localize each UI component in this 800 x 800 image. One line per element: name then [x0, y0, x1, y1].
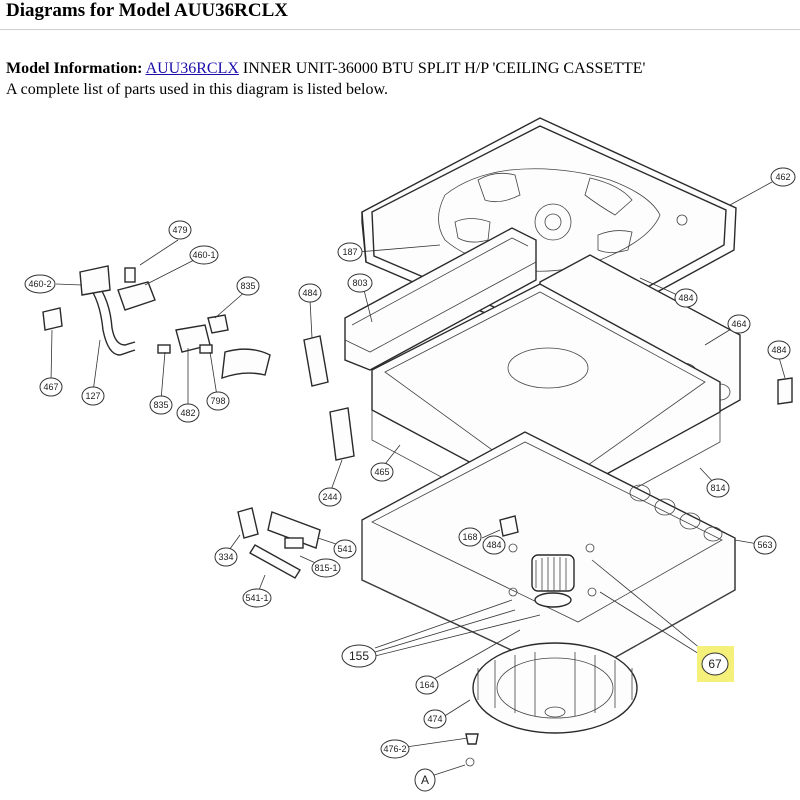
callout-815-1[interactable]: 815-1 [311, 558, 341, 578]
svg-text:467: 467 [43, 382, 58, 392]
svg-text:465: 465 [374, 467, 389, 477]
svg-text:187: 187 [342, 247, 357, 257]
callout-484-c[interactable]: 484 [767, 340, 791, 360]
model-link[interactable]: AUU36RCLX [145, 60, 239, 77]
model-info-label: Model Information: [6, 60, 143, 77]
callout-479[interactable]: 479 [168, 220, 192, 240]
callout-835-a[interactable]: 835 [236, 276, 260, 296]
svg-text:164: 164 [419, 680, 434, 690]
electrical-parts [237, 507, 321, 579]
callout-803[interactable]: 803 [347, 273, 373, 293]
svg-text:464: 464 [731, 319, 746, 329]
blower-wheel [472, 642, 638, 734]
callout-460-1[interactable]: 460-1 [189, 245, 219, 265]
svg-text:244: 244 [322, 492, 337, 502]
callout-464[interactable]: 464 [727, 314, 751, 334]
bracket-484-right [777, 377, 793, 405]
svg-text:541-1: 541-1 [245, 593, 268, 603]
side-panel-803 [344, 227, 537, 371]
svg-text:798: 798 [210, 396, 225, 406]
callout-334[interactable]: 334 [214, 547, 238, 567]
title-divider [0, 29, 800, 30]
svg-text:835: 835 [153, 400, 168, 410]
callout-563[interactable]: 563 [753, 535, 777, 555]
svg-text:168: 168 [462, 532, 477, 542]
model-description: INNER UNIT-36000 BTU SPLIT H/P 'CEILING … [238, 60, 646, 77]
callout-798[interactable]: 798 [206, 391, 230, 411]
fan-motor [508, 543, 597, 608]
svg-text:484: 484 [771, 345, 786, 355]
svg-text:815-1: 815-1 [314, 563, 337, 573]
svg-text:462: 462 [775, 172, 790, 182]
svg-text:127: 127 [85, 391, 100, 401]
callout-474[interactable]: 474 [423, 709, 447, 729]
svg-text:476-2: 476-2 [383, 744, 406, 754]
bracket-244 [329, 407, 355, 461]
callout-467[interactable]: 467 [39, 377, 63, 397]
callout-476-2[interactable]: 476-2 [380, 739, 410, 759]
callout-a[interactable]: A [414, 768, 436, 792]
svg-text:334: 334 [218, 552, 233, 562]
svg-text:474: 474 [427, 714, 442, 724]
svg-text:155: 155 [349, 649, 369, 663]
bracket-484-left [303, 335, 329, 387]
page-title: Diagrams for Model AUU36RCLX [6, 0, 288, 21]
callout-484-d[interactable]: 484 [482, 535, 506, 555]
svg-text:482: 482 [180, 408, 195, 418]
svg-text:814: 814 [710, 483, 725, 493]
svg-text:803: 803 [352, 278, 367, 288]
callout-187[interactable]: 187 [337, 242, 363, 262]
model-information: Model Information: AUU36RCLX INNER UNIT-… [6, 60, 645, 78]
svg-text:A: A [421, 773, 429, 787]
callout-127[interactable]: 127 [81, 386, 105, 406]
svg-text:563: 563 [757, 540, 772, 550]
callout-484-a[interactable]: 484 [298, 283, 322, 303]
callout-465[interactable]: 465 [370, 462, 394, 482]
callout-460-2[interactable]: 460-2 [24, 274, 56, 294]
callout-541[interactable]: 541 [333, 539, 357, 559]
svg-text:835: 835 [240, 281, 255, 291]
svg-text:484: 484 [486, 540, 501, 550]
bracket-168 [499, 515, 519, 537]
callout-164[interactable]: 164 [415, 675, 439, 695]
callout-244[interactable]: 244 [318, 487, 342, 507]
callout-482[interactable]: 482 [176, 403, 200, 423]
callout-155[interactable]: 155 [341, 644, 377, 668]
svg-text:460-1: 460-1 [192, 250, 215, 260]
callout-484-b[interactable]: 484 [674, 288, 698, 308]
svg-text:479: 479 [172, 225, 187, 235]
callout-462[interactable]: 462 [770, 167, 796, 187]
callout-541-1[interactable]: 541-1 [242, 588, 272, 608]
drain-hose-assembly [42, 265, 271, 380]
svg-text:541: 541 [337, 544, 352, 554]
callout-168[interactable]: 168 [458, 527, 482, 547]
svg-text:67: 67 [708, 657, 722, 671]
callout-67[interactable]: 67 [701, 652, 729, 676]
blower-screw [465, 733, 479, 767]
callout-814[interactable]: 814 [706, 478, 730, 498]
parts-list-note: A complete list of parts used in this di… [6, 81, 389, 98]
callout-835-b[interactable]: 835 [149, 395, 173, 415]
svg-text:460-2: 460-2 [28, 279, 51, 289]
svg-text:484: 484 [302, 288, 317, 298]
svg-text:484: 484 [678, 293, 693, 303]
